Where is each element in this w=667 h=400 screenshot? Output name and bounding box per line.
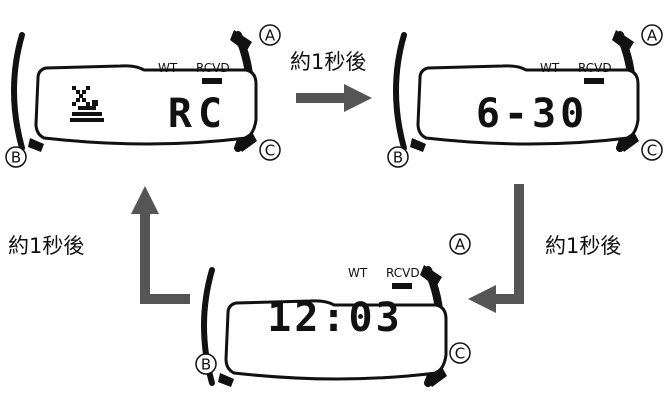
signal-bar-icon [584,78,604,84]
svg-text:C: C [265,142,275,160]
antenna-icon [70,86,104,122]
svg-text:A: A [265,27,276,45]
watch-step-3: A C B WT RCVD [195,233,471,387]
button-a-label: A [641,24,663,46]
button-b-label: B [195,353,217,375]
button-c-label: C [449,342,471,364]
button-b-knob [218,373,234,387]
arrow-step1-to-step2 [296,84,372,112]
arrow-label-top: 約1秒後 [290,50,367,74]
signal-bar-icon [202,78,222,84]
rcvd-indicator: RCVD [386,266,420,280]
lcd-main-text: 6-30 [476,91,588,137]
arrow-step2-to-step3 [468,184,524,313]
svg-text:B: B [393,149,403,167]
signal-bar-icon [392,283,412,289]
button-b-knob [410,138,426,152]
wt-indicator: WT [158,61,178,75]
lcd-main-text: RC [168,91,228,137]
watch-step-3-lcd: 12:03 [267,295,402,341]
button-c-label: C [259,139,281,161]
svg-text:B: B [201,356,211,374]
wt-indicator: WT [348,266,368,280]
button-b-knob [28,138,44,152]
rcvd-indicator: RCVD [578,61,612,75]
arrow-label-right: 約1秒後 [545,234,622,258]
watch-step-1: A C B WT RCVD RC [5,24,281,168]
arrow-label-left: 約1秒後 [8,234,85,258]
rcvd-indicator: RCVD [196,61,230,75]
wt-indicator: WT [540,61,560,75]
svg-text:B: B [11,149,21,167]
button-a-label: A [259,24,281,46]
button-a-label: A [449,233,471,255]
svg-text:A: A [455,236,466,254]
lcd-main-text: 12:03 [267,295,402,341]
svg-text:C: C [455,345,465,363]
button-b-label: B [5,146,27,168]
watch-step-2: A C B WT RCVD 6-30 [387,24,663,168]
button-c-label: C [641,139,663,161]
svg-text:C: C [647,142,657,160]
arrow-step3-to-step1 [131,186,190,304]
svg-text:A: A [647,27,658,45]
button-b-label: B [387,146,409,168]
